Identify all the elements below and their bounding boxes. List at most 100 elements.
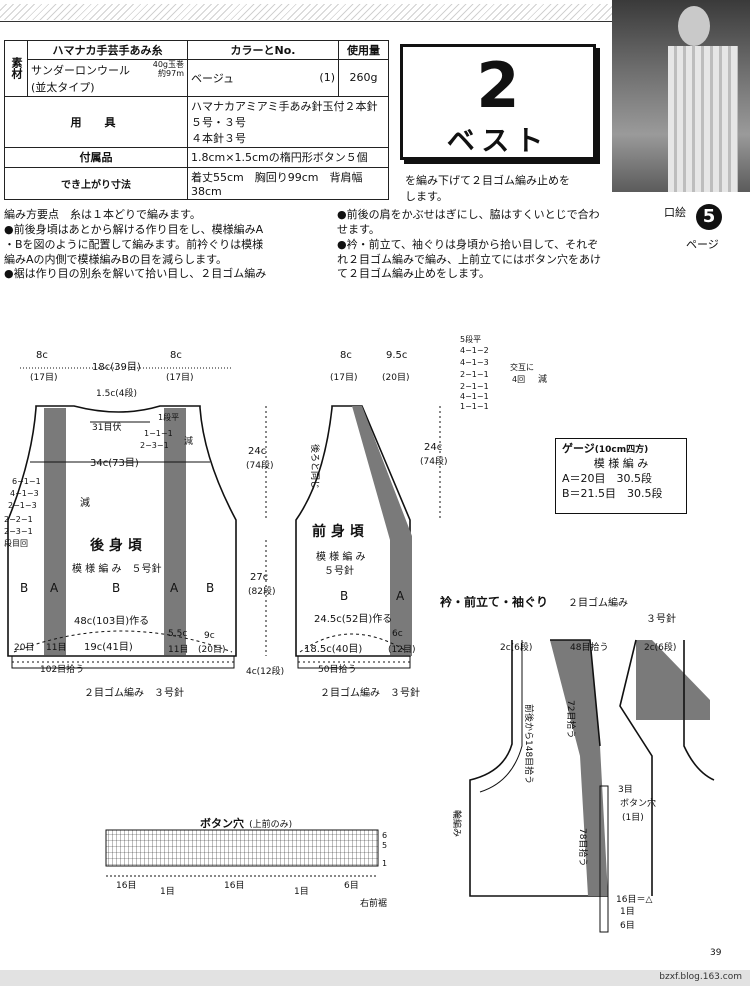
back-center: 19c(41目) [84,642,133,653]
back-shoulder-1: 1段平 [158,412,179,422]
back-shoulder-2: 1−1−1 [144,429,173,438]
shoulder-panel [636,640,710,720]
amount: 260g [338,59,389,97]
back-arm-5: 2−3−1 [4,527,33,536]
bh-title: ボタン穴 [200,817,244,830]
back-arm-4: 2−2−1 [4,515,33,524]
bh-subtitle: (上前のみ) [249,820,293,830]
back-top-left-st: (17目) [30,372,57,383]
back-shoulder-label: 減 [184,435,193,447]
back-side-3: 11目 [168,644,188,655]
kuchie-label: 口絵 [664,206,686,219]
front-bottom-2-st: (12目) [388,644,415,655]
back-neck-dec: 31目伏 [92,421,121,433]
pattern-title-box: 2 ベスト [400,44,596,160]
back-arm-3: 2−1−3 [8,501,37,510]
back-side-2: 11目 [46,642,66,653]
back-letter-a-1: A [50,581,59,595]
yarn-spec-2: 約97m [158,68,184,78]
collar-buttonhole-st: (1目) [622,812,644,823]
gauge-a: A＝20目 30.5段 [562,471,653,485]
front-height-arm: 24c [424,442,442,453]
back-ht-1: 5.5c [168,629,187,639]
front-dec-6: 4−1−1 [460,392,489,401]
instr-right-4: て２目ゴム編み止めをします。 [337,267,490,281]
col-color: カラーとNo. [187,40,339,60]
back-title: 後 身 頃 [90,537,143,554]
collar-band-diagram: 衿・前立て・袖ぐり ２目ゴム編み ３号針 2c(6段) 48目拾う 2c(6段)… [440,596,715,933]
front-dec-1: 5段平 [460,335,482,344]
front-dec-label: 減 [538,375,548,385]
kuchie-page: ページ [686,238,719,251]
front-top-left-st: (17目) [330,372,357,383]
model-photo [612,0,750,192]
back-top-left: 8c [36,350,48,361]
instructions-left: 編み方要点 糸は１本どりで編みます。 ●前後身頃はあとから解ける作り目をし、模様… [4,208,330,282]
instr-left-1: ●前後身頃はあとから解ける作り目をし、模様編みA [4,222,264,236]
bh-row-1: 1 [382,859,387,868]
collar-r-16: 16目＝△ [616,894,652,905]
tools-label: 用 具 [4,95,188,148]
color-name: ベージュ [187,59,299,97]
collar-rib-side: 輪編み [451,810,463,837]
collar-panel-a [550,640,608,896]
back-arm-2: 4−1−3 [10,489,39,498]
collar-top-l: 2c(6段) [500,641,532,653]
back-side-1: 20目 [14,642,34,653]
instructions-right: ●前後の肩をかぶせはぎにし、脇はすくいとじで合わ せます。 ●衿・前立て、袖ぐり… [337,208,657,282]
front-dec-5: 2−1−1 [460,382,489,391]
instr-right-1: せます。 [337,222,380,236]
pattern-number: 2 [476,49,520,122]
back-panel-a-right [164,408,186,656]
back-arm-label: 減 [80,496,90,509]
back-top-right: 8c [170,350,182,361]
front-top-left: 8c [340,350,352,361]
back-arm-6: 段目回 [4,538,28,548]
buttonhole-chart: 6 5 1 16目 1目 16目 1目 6目 右前裾 [105,829,387,908]
bh-count-5: 6目 [344,880,359,891]
back-pattern: 模 様 編 み ５号針 [72,562,162,575]
finished-size: 着丈55cm 胸回り99cm 背肩幅38cm [187,166,389,200]
kuchie-ref: 口絵 5 ページ [664,204,748,260]
page-number: 39 [710,948,722,958]
back-letter-b-1: B [20,581,28,595]
tools-line-1: ハマナカアミアミ手あみ針玉付２本針５号・３号 [191,99,378,129]
back-ht-2: 9c [204,631,215,641]
collar-right-pick: 78目拾う [577,828,589,866]
front-dec-times: 4回 [512,375,526,384]
front-body-diagram: 8c (17目) 9.5c (20目) 後ろと同じ 前 身 頃 模 様 編 み … [295,350,447,699]
instr-left-0: 編み方要点 糸は１本どりで編みます。 [4,208,201,221]
collar-needle: ３号針 [646,612,676,625]
yarn-cell: サンダーロンウール 40g玉巻 約97m (並太タイプ) [27,59,188,97]
collar-title: 衿・前立て・袖ぐり [440,596,548,609]
front-top-right: 9.5c [386,350,407,361]
back-shoulder-3: 2−3−1 [140,441,169,450]
front-rib: ２目ゴム編み ３号針 [320,686,420,699]
back-height-body: 27c [250,572,268,583]
collar-left-pick: 前後から148目拾う [523,704,535,784]
collar-mid-pick: 72目拾う [565,700,577,738]
instr-right-0: ●前後の肩をかぶせはぎにし、脇はすくいとじで合わ [337,208,600,221]
front-dec-alt: 交互に [510,363,534,372]
back-top-mid: 18c(39目) [92,362,141,373]
back-height-body-rows: (82段) [248,585,275,597]
gauge-title: ゲージ [562,442,595,455]
back-body-diagram: 8c (17目) 18c(39目) 8c (17目) 1.5c(4段) 31目伏… [4,350,284,699]
instr-left-4: ●裾は作り目の別糸を解いて拾い目し、２目ゴム編み [4,267,267,281]
back-width: 34c(73目) [90,458,139,469]
front-letter-b: B [340,589,348,603]
back-arm-1: 6−1−1 [12,477,41,486]
front-panel-a [352,406,412,656]
back-rib: ２目ゴム編み ３号針 [84,686,184,699]
col-yarn: ハマナカ手芸手あみ糸 [27,40,188,60]
front-bottom-1: 18.5c(40目) [304,644,362,655]
materials-table: 素材 ハマナカ手芸手あみ糸 カラーとNo. 使用量 サンダーロンウール 40g玉… [4,40,389,200]
back-cast-on: 48c(103目)作る [74,615,149,627]
back-letter-b-2: B [112,581,120,595]
col-amount: 使用量 [338,40,389,60]
back-height-rib: 4c(12段) [246,665,284,677]
front-height-arm-rows: (74段) [420,455,447,467]
gauge-box: ゲージ(10cm四方) 模 様 編 み A＝20目 30.5段 B＝21.5目 … [555,438,687,514]
top-border [0,0,612,22]
front-width: 24.5c(52目)作る [314,613,392,625]
